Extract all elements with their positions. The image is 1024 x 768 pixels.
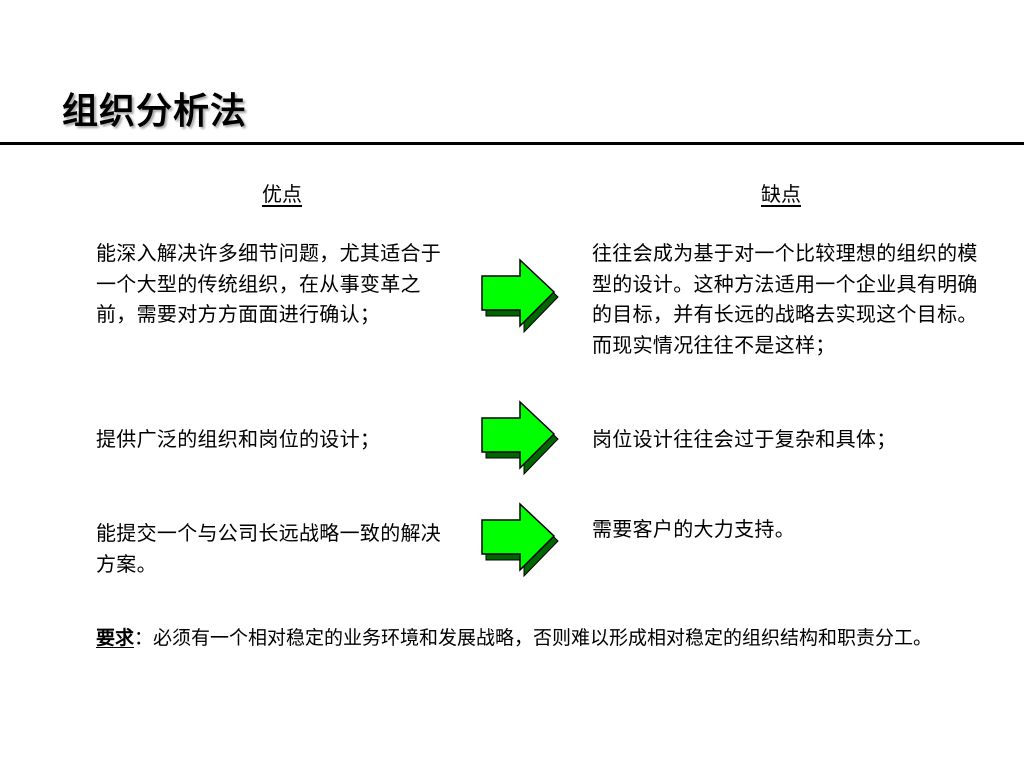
pro-item-3: 能提交一个与公司长远战略一致的解决方案。 bbox=[96, 521, 442, 576]
right-arrow-icon bbox=[481, 502, 559, 578]
requirement-note: 要求：必须有一个相对稳定的业务环境和发展战略，否则难以形成相对稳定的组织结构和职… bbox=[96, 624, 976, 652]
pro-item-2: 提供广泛的组织和岗位的设计； bbox=[96, 427, 381, 451]
pro-item-1: 能深入解决许多细节问题，尤其适合于一个大型的传统组织，在从事变革之前，需要对方方… bbox=[96, 241, 442, 326]
right-arrow-icon bbox=[481, 400, 559, 476]
pros-heading: 优点 bbox=[262, 182, 302, 206]
cons-heading: 缺点 bbox=[761, 182, 801, 206]
con-item-2: 岗位设计往往会过于复杂和具体； bbox=[592, 427, 897, 451]
requirement-label: 要求 bbox=[96, 627, 135, 649]
page-title: 组织分析法 bbox=[62, 91, 248, 132]
right-arrow-icon bbox=[481, 258, 559, 334]
con-item-3: 需要客户的大力支持。 bbox=[592, 517, 795, 541]
con-item-1: 往往会成为基于对一个比较理想的组织的模型的设计。这种方法适用一个企业具有明确的目… bbox=[592, 241, 978, 357]
title-divider bbox=[0, 142, 1024, 145]
requirement-text: ：必须有一个相对稳定的业务环境和发展战略，否则难以形成相对稳定的组织结构和职责分… bbox=[134, 627, 933, 649]
